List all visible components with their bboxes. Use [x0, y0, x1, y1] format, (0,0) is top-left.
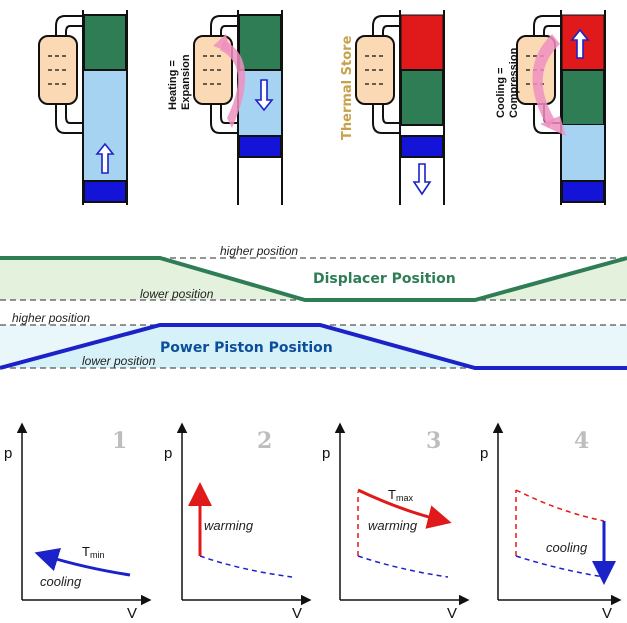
t-label: Tmin [82, 544, 104, 560]
pv-panel-1: p V 1 Tmin cooling [4, 422, 152, 622]
pv-panel-3: p V 3 Tmax warming [322, 422, 470, 622]
engine-stage-3: Thermal Store [340, 10, 445, 205]
expansion-label: Expansion [180, 54, 192, 110]
engine-stage-1 [38, 10, 128, 205]
v-axis-label: V [127, 605, 137, 622]
piston-title: Power Piston Position [160, 340, 333, 356]
process-note: warming [204, 518, 254, 533]
pv-panel-4: p V 4 cooling [480, 422, 622, 622]
process-note: warming [368, 518, 418, 533]
thermal-store-label: Thermal Store [340, 35, 355, 140]
pv-panel-2: p V 2 warming [164, 422, 312, 622]
power-piston [400, 135, 444, 158]
up-arrow-icon [95, 142, 115, 174]
p-axis-label: p [164, 445, 172, 462]
displacer [238, 14, 282, 71]
down-arrow-icon [254, 79, 274, 112]
t-label: Tmax [388, 487, 413, 503]
panel-number: 4 [574, 428, 589, 454]
displacer-position-line [0, 256, 627, 302]
expansion-curve [357, 488, 452, 529]
hot-space [400, 14, 444, 71]
piston-position-band: higher position lower position Power Pis… [0, 311, 627, 370]
displacer-title: Displacer Position [313, 271, 456, 287]
engine-stage-2: Heating = Expansion [167, 10, 283, 205]
displacer-lower-label: lower position [140, 287, 214, 301]
displacer-higher-label: higher position [220, 244, 298, 258]
p-axis-label: p [4, 445, 12, 462]
panel-number: 2 [257, 428, 272, 454]
piston-position-line [0, 323, 627, 370]
process-note: cooling [40, 574, 82, 589]
v-axis-label: V [292, 605, 302, 622]
piston-higher-label: higher position [12, 311, 90, 325]
engine-stage-4: Cooling = Compression [495, 10, 606, 205]
isotherm-curve [199, 555, 293, 578]
compression-label: Compression [508, 47, 520, 118]
cooling-flow-arrow [532, 34, 560, 128]
panel-number: 1 [112, 428, 127, 454]
piston-lower-label: lower position [82, 354, 156, 368]
p-axis-label: p [480, 445, 488, 462]
isotherm-curve [357, 555, 449, 578]
displacer [561, 69, 605, 126]
displacer-position-band: higher position lower position Displacer… [0, 244, 627, 302]
panel-number: 3 [426, 428, 441, 454]
displacer [83, 14, 127, 71]
heat-flow-arrow [220, 40, 246, 128]
v-axis-label: V [602, 605, 612, 622]
v-axis-label: V [447, 605, 457, 622]
heating-label: Heating = [167, 60, 179, 110]
down-arrow-icon [412, 163, 432, 196]
cooling-curve [34, 548, 131, 577]
process-note: cooling [546, 540, 588, 555]
cooling-label: Cooling = [495, 68, 507, 118]
p-axis-label: p [322, 445, 330, 462]
power-piston [561, 180, 605, 203]
gas-space [562, 125, 604, 181]
power-piston [83, 180, 127, 203]
up-arrow-icon [570, 28, 590, 59]
displacer [400, 69, 444, 126]
power-piston [238, 135, 282, 158]
